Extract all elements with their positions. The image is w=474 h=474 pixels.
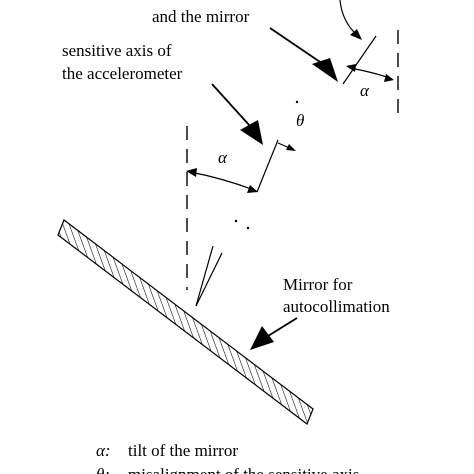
legend-theta-text: misalignment of the sensitive axis (128, 465, 359, 474)
middle-alpha-label: α (218, 148, 228, 167)
dot (295, 100, 299, 104)
beam-line-2 (195, 252, 223, 307)
sensitive-axis-leader-line (211, 83, 251, 127)
dot (246, 226, 250, 230)
legend-alpha-symbol: α: (96, 441, 111, 460)
legend-alpha-text: tilt of the mirror (128, 441, 238, 460)
top-leader-line (269, 27, 327, 67)
theta-label: θ (296, 111, 304, 130)
legend-theta-symbol: θ: (96, 465, 110, 474)
theta-marker-arrowhead (286, 144, 296, 151)
upper-alpha-arc (349, 67, 391, 79)
dot (234, 219, 238, 223)
upper-sensor-axis (342, 35, 377, 85)
top-leader-arrowhead (312, 58, 338, 82)
upper-alpha-arrowhead-right (384, 74, 394, 82)
mirror (57, 219, 314, 425)
middle-alpha-arc (189, 171, 255, 191)
top-arc-arrowhead (350, 29, 362, 40)
mirror-leader-arrowhead (250, 326, 274, 350)
middle-alpha-arrowhead-right (247, 185, 258, 193)
beam-line-1 (195, 245, 214, 307)
label-sensitive-axis-line1: sensitive axis of (62, 41, 172, 60)
label-sensitive-axis-line2: the accelerometer (62, 64, 183, 83)
upper-alpha-label: α (360, 81, 370, 100)
upper-alpha-arrowhead-left (346, 64, 356, 72)
mirror-leader-line (267, 317, 298, 337)
label-mirror-line1: Mirror for (283, 275, 353, 294)
label-mirror-line2: autocollimation (283, 297, 390, 316)
label-and-the-mirror: and the mirror (152, 7, 250, 26)
middle-alpha-arrowhead-left (186, 168, 197, 177)
middle-sensor-axis (256, 139, 279, 193)
sensitive-axis-leader-arrowhead (240, 120, 263, 145)
